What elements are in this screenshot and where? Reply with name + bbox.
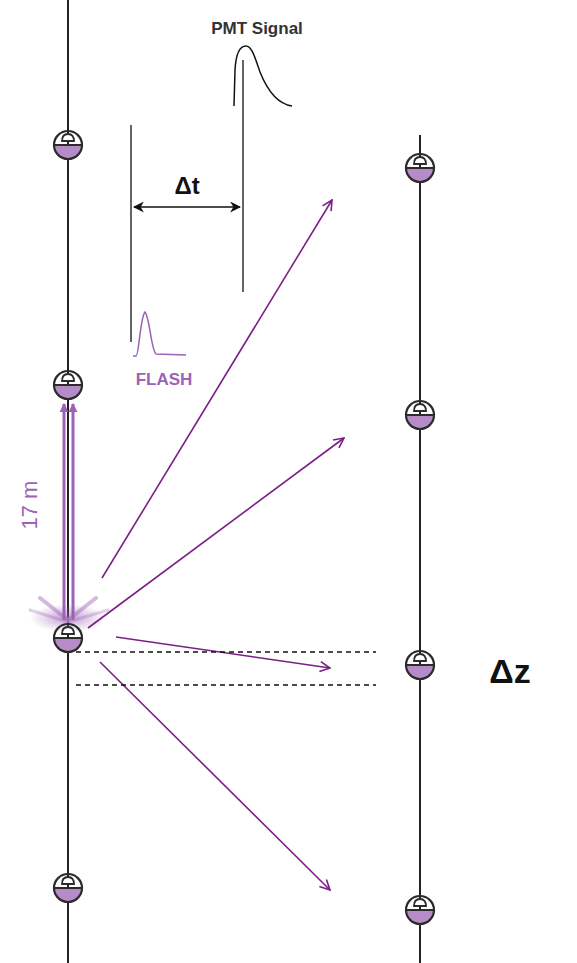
offset-guides (76, 652, 376, 685)
optical-module (406, 154, 434, 182)
flash-label: FLASH (136, 371, 193, 390)
time-delay: Δt (174, 173, 199, 199)
optical-module (406, 651, 434, 679)
timing-lines (131, 60, 243, 342)
signal-title: PMT Signal (211, 20, 303, 39)
offset-label: Δz (489, 653, 530, 690)
distance-arrows (64, 404, 73, 620)
pmt-pulse (234, 46, 292, 106)
distance-label: 17 m (18, 481, 42, 530)
optical-modules (54, 131, 434, 924)
light-paths (88, 200, 344, 890)
optical-module (406, 401, 434, 429)
optical-module (54, 874, 82, 902)
optical-module (54, 131, 82, 159)
string-cable (419, 135, 421, 963)
optical-module (54, 371, 82, 399)
flash-pulse (133, 312, 186, 356)
optical-module (54, 624, 82, 652)
optical-module (406, 896, 434, 924)
